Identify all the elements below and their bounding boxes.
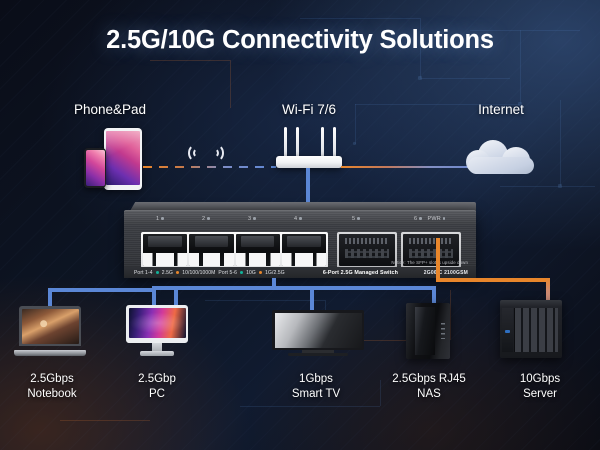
legend-label-1g-2-5g: 1G/2.5G <box>265 269 285 276</box>
sfp-notice-text: Notice: The SFP+ slot is upside down <box>391 260 468 265</box>
device-label-smart-tv: 1Gbps Smart TV <box>291 373 341 400</box>
legend-group-1: Port 1-4 <box>134 269 153 276</box>
wireless-router-icon <box>276 127 342 168</box>
link-bus-to-notebook <box>152 286 156 312</box>
node-label-wifi-router: Wi-Fi 7/6 <box>282 102 336 117</box>
laptop-icon <box>14 306 86 356</box>
legend-dot-2-5g <box>155 270 159 275</box>
rj45-port-2[interactable] <box>189 234 234 266</box>
rj45-port-4[interactable] <box>281 234 326 266</box>
device-label-notebook: 2.5Gbps Notebook <box>27 373 77 400</box>
device-label-server: 10Gbps Server <box>519 373 561 400</box>
rj45-port-3[interactable] <box>235 234 280 266</box>
legend-label-10g: 10G <box>246 269 256 276</box>
link-phone-to-router <box>143 166 276 168</box>
device-label-pc: 2.5Gbp PC <box>138 373 176 400</box>
port-label-5: 5 <box>352 216 360 222</box>
link-router-to-internet <box>341 166 469 168</box>
television-icon <box>272 310 364 358</box>
page-title: 2.5G/10G Connectivity Solutions <box>106 26 494 54</box>
link-bus-horizontal <box>152 286 436 290</box>
product-name-label: 6-Port 2.5G Managed Switch <box>322 269 398 276</box>
port-label-1: 1 <box>156 216 164 222</box>
legend-label-2-5g: 2.5G <box>161 269 174 276</box>
model-number-label: 2G06-C 2100GSM <box>423 269 468 276</box>
link-sfp-to-server <box>546 278 550 306</box>
sfp-port-6[interactable] <box>401 232 461 268</box>
server-rack-icon <box>500 300 562 358</box>
desktop-monitor-icon <box>126 305 188 357</box>
legend-label-1000m: 10/100/1000M <box>182 269 216 276</box>
device-label-nas: 2.5Gbps RJ45 NAS <box>392 373 466 400</box>
wifi-signal-icon <box>186 140 226 166</box>
cloud-icon <box>466 136 536 174</box>
node-label-internet: Internet <box>478 102 524 117</box>
port-label-3: 3 <box>248 216 256 222</box>
tablet-icon <box>104 128 142 190</box>
port-label-2: 2 <box>202 216 210 222</box>
link-switch-to-bus <box>272 278 276 288</box>
port-legend-strip: Port 1-4 2.5G 10/100/1000M Port 5-6 10G … <box>124 267 476 278</box>
legend-group-2: Port 5-6 <box>218 269 237 276</box>
link-bus-to-pc <box>174 286 178 308</box>
nas-tower-icon <box>406 303 450 359</box>
link-router-to-switch <box>306 168 310 204</box>
link-sfp-riser <box>436 238 440 282</box>
network-switch-device: 1 2 3 4 5 6 PWR <box>124 202 476 278</box>
legend-dot-10g <box>239 270 244 275</box>
link-sfp-horizontal <box>436 278 550 282</box>
legend-dot-1000m <box>176 270 180 275</box>
rj45-port-group[interactable] <box>141 232 328 268</box>
phone-icon <box>84 148 106 188</box>
link-bus-to-nas <box>432 286 436 306</box>
link-bus-left-run <box>48 288 154 292</box>
rj45-port-1[interactable] <box>143 234 188 266</box>
port-label-4: 4 <box>294 216 302 222</box>
port-label-6: 6 PWR <box>414 216 446 222</box>
phone-tablet-icon <box>84 128 142 190</box>
sfp-port-5[interactable] <box>337 232 397 268</box>
legend-dot-1g-2-5g <box>258 270 263 275</box>
link-drop-notebook <box>48 290 52 312</box>
link-bus-to-tv <box>310 286 314 312</box>
node-label-phone-pad: Phone&Pad <box>73 102 147 117</box>
